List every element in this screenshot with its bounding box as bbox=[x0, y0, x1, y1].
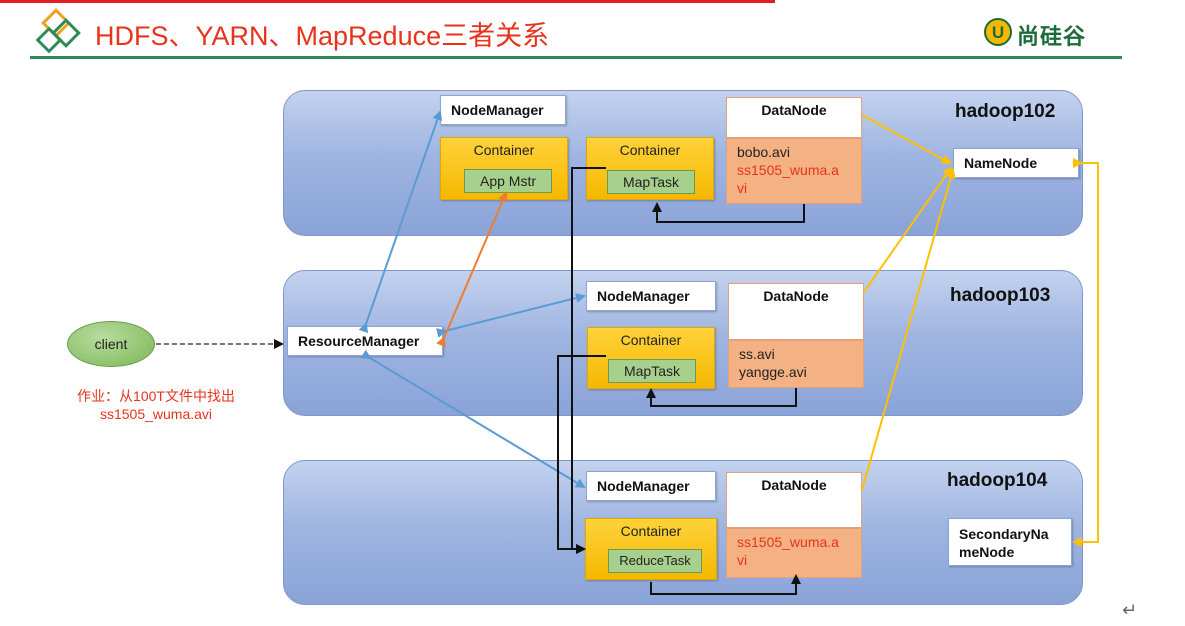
container-maptask-hadoop103: Container MapTask bbox=[587, 327, 715, 389]
namenode: NameNode bbox=[953, 148, 1079, 178]
homework-line: ss1505_wuma.avi bbox=[99, 406, 213, 422]
file-entry: ss1505_wuma.a bbox=[737, 162, 839, 178]
secondary-namenode-line: meNode bbox=[959, 544, 1015, 560]
file-entry: yangge.avi bbox=[739, 364, 807, 380]
homework-line: 作业：从100T文件中找出 bbox=[77, 388, 235, 404]
rm-nm103-arrow bbox=[436, 293, 586, 338]
maptask-hadoop102: MapTask bbox=[607, 170, 695, 194]
rm-appmaster-arrow bbox=[436, 191, 508, 348]
reducetask: ReduceTask bbox=[608, 549, 702, 573]
container-maptask-hadoop102: Container MapTask bbox=[586, 137, 714, 200]
page-title: HDFS、YARN、MapReduce三者关系 bbox=[95, 21, 550, 51]
maptask102-reducetask-arrow bbox=[571, 167, 606, 554]
host-name-hadoop103: hadoop103 bbox=[950, 285, 1051, 306]
brand-logo-letter: U bbox=[992, 23, 1004, 42]
container-label: Container bbox=[620, 332, 682, 348]
node-manager-hadoop102: NodeManager bbox=[440, 95, 566, 125]
diamond-logo-icon bbox=[35, 8, 81, 54]
dn102-maptask-loop bbox=[652, 202, 805, 223]
secondary-namenode-line: SecondaryNa bbox=[959, 526, 1049, 542]
dn103-namenode-arrow bbox=[863, 166, 953, 293]
host-name-hadoop104: hadoop104 bbox=[947, 470, 1048, 491]
dn102-namenode-arrow bbox=[861, 114, 952, 164]
container-label: Container bbox=[473, 142, 535, 158]
node-manager-hadoop104: NodeManager bbox=[586, 471, 716, 501]
container-reducetask: Container ReduceTask bbox=[585, 518, 717, 580]
return-glyph: ↵ bbox=[1122, 600, 1138, 620]
file-entry: vi bbox=[737, 180, 748, 196]
host-name-hadoop102: hadoop102 bbox=[955, 101, 1056, 122]
header-divider bbox=[30, 56, 1122, 59]
maptask103-reducetask-arrow bbox=[557, 355, 606, 554]
datanode-files-hadoop103: ss.avi yangge.avi bbox=[728, 340, 864, 388]
brand-logo-text: 尚硅谷 bbox=[1017, 24, 1087, 49]
container-label: Container bbox=[620, 523, 682, 539]
dn103-maptask-loop bbox=[646, 388, 797, 407]
file-entry: vi bbox=[737, 552, 748, 568]
top-accent-line bbox=[0, 0, 775, 3]
node-manager-hadoop103: NodeManager bbox=[586, 281, 716, 311]
homework-note: 作业：从100T文件中找出 ss1505_wuma.avi bbox=[56, 387, 256, 423]
datanode-hadoop103: DataNode bbox=[728, 283, 864, 340]
reducetask-dn104-loop bbox=[650, 574, 801, 595]
file-entry: ss.avi bbox=[739, 346, 775, 362]
dn104-namenode-arrow bbox=[861, 168, 956, 491]
namenode-secondary-link bbox=[1072, 158, 1099, 547]
client-node: client bbox=[67, 321, 155, 367]
rm-nm102-arrow bbox=[358, 110, 443, 334]
rm-nm104-arrow bbox=[360, 349, 586, 489]
datanode-files-hadoop104: ss1505_wuma.a vi bbox=[726, 528, 862, 578]
secondary-namenode: SecondaryNa meNode bbox=[948, 518, 1072, 566]
datanode-files-hadoop102: bobo.avi ss1505_wuma.a vi bbox=[726, 138, 862, 204]
container-label: Container bbox=[619, 142, 681, 158]
maptask-hadoop103: MapTask bbox=[608, 359, 696, 383]
file-entry: ss1505_wuma.a bbox=[737, 534, 839, 550]
datanode-hadoop102: DataNode bbox=[726, 97, 862, 138]
container-app-master: Container App Mstr bbox=[440, 137, 568, 200]
brand-logo-icon: U bbox=[984, 18, 1012, 46]
app-master-task: App Mstr bbox=[464, 169, 552, 193]
file-entry: bobo.avi bbox=[737, 144, 790, 160]
datanode-hadoop104: DataNode bbox=[726, 472, 862, 528]
